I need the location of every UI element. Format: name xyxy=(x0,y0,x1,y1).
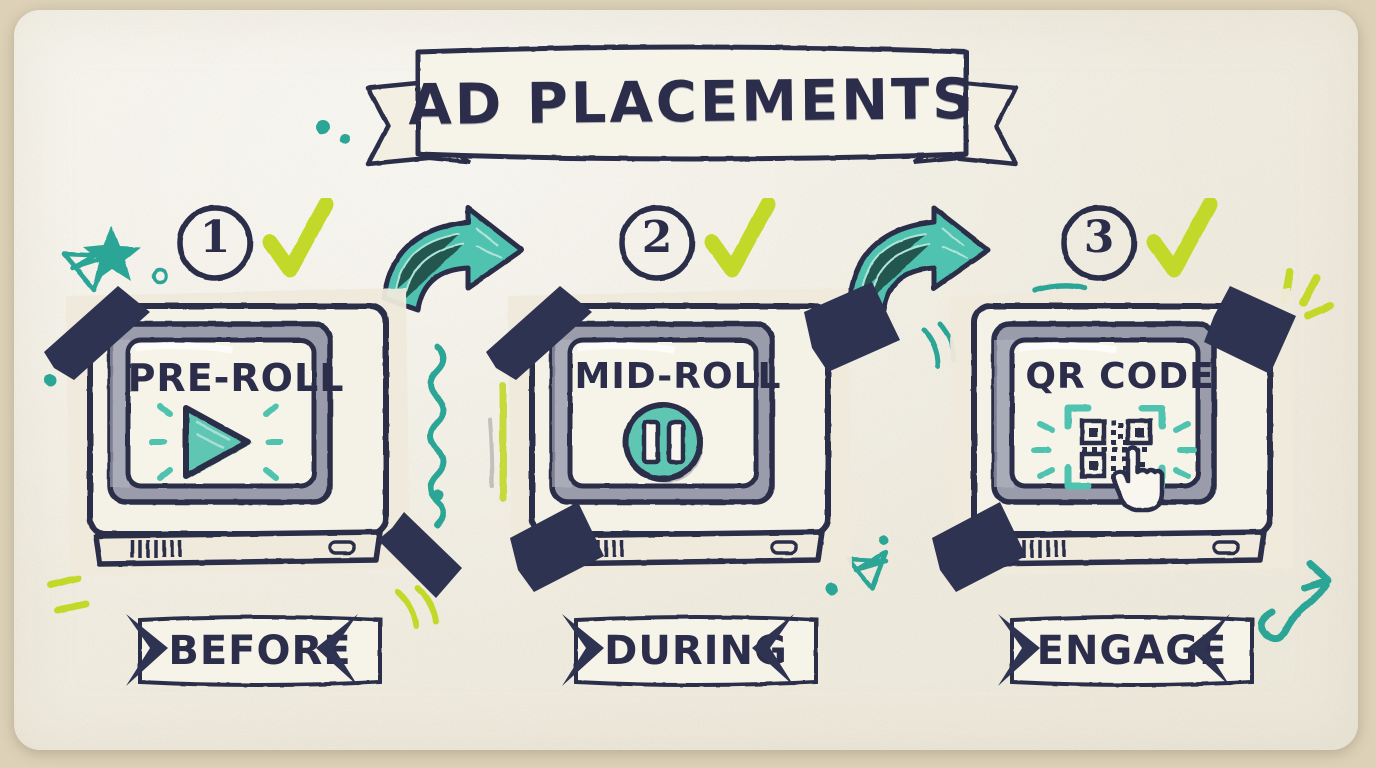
step-1-number: 1 xyxy=(199,211,231,263)
pause-icon xyxy=(623,402,703,483)
tv-indicator-icon xyxy=(328,540,356,555)
tv-indicator-icon xyxy=(1212,540,1240,555)
number-circle-icon xyxy=(619,205,695,281)
caption-before: BEFORE xyxy=(168,628,352,674)
tv-screen xyxy=(125,337,317,489)
caption-during: DURING xyxy=(604,628,788,674)
title-banner: AD PLACEMENTS xyxy=(362,36,1022,176)
step-card-pre-roll[interactable]: PRE-ROLL xyxy=(58,282,414,582)
caption-card-during[interactable]: DURING xyxy=(556,612,836,690)
number-circle-icon xyxy=(177,205,253,281)
check-icon xyxy=(262,196,334,278)
tv-base xyxy=(93,529,383,567)
step-2-number: 2 xyxy=(641,211,673,263)
step-3-number: 3 xyxy=(1083,211,1115,263)
screen-label-qr-code: QR CODE xyxy=(1025,356,1215,397)
qr-code-icon xyxy=(1031,404,1197,513)
tv-indicator-icon xyxy=(770,540,798,555)
screen-label-mid-roll: MID-ROLL xyxy=(574,356,782,397)
caption-card-before[interactable]: BEFORE xyxy=(120,612,400,690)
screen-label-pre-roll: PRE-ROLL xyxy=(127,356,345,400)
check-icon xyxy=(1146,196,1218,278)
step-1-number-badge: 1 xyxy=(176,196,334,294)
check-icon xyxy=(704,196,776,278)
speaker-grille-icon xyxy=(130,540,182,558)
tv-screen xyxy=(1009,337,1201,489)
step-card-qr-code[interactable]: QR CODE xyxy=(942,282,1298,582)
page-title: AD PLACEMENTS xyxy=(408,66,976,138)
banner-body xyxy=(415,44,969,162)
step-3-number-badge: 3 xyxy=(1060,196,1218,294)
caption-engage: ENGAGE xyxy=(1036,628,1228,674)
sparkle-lines-icon xyxy=(149,403,283,481)
step-card-mid-roll[interactable]: MID-ROLL xyxy=(500,282,856,582)
step-2-number-badge: 2 xyxy=(618,196,776,294)
play-icon xyxy=(183,405,253,479)
number-circle-icon xyxy=(1061,205,1137,281)
caption-card-engage[interactable]: ENGAGE xyxy=(992,612,1272,690)
